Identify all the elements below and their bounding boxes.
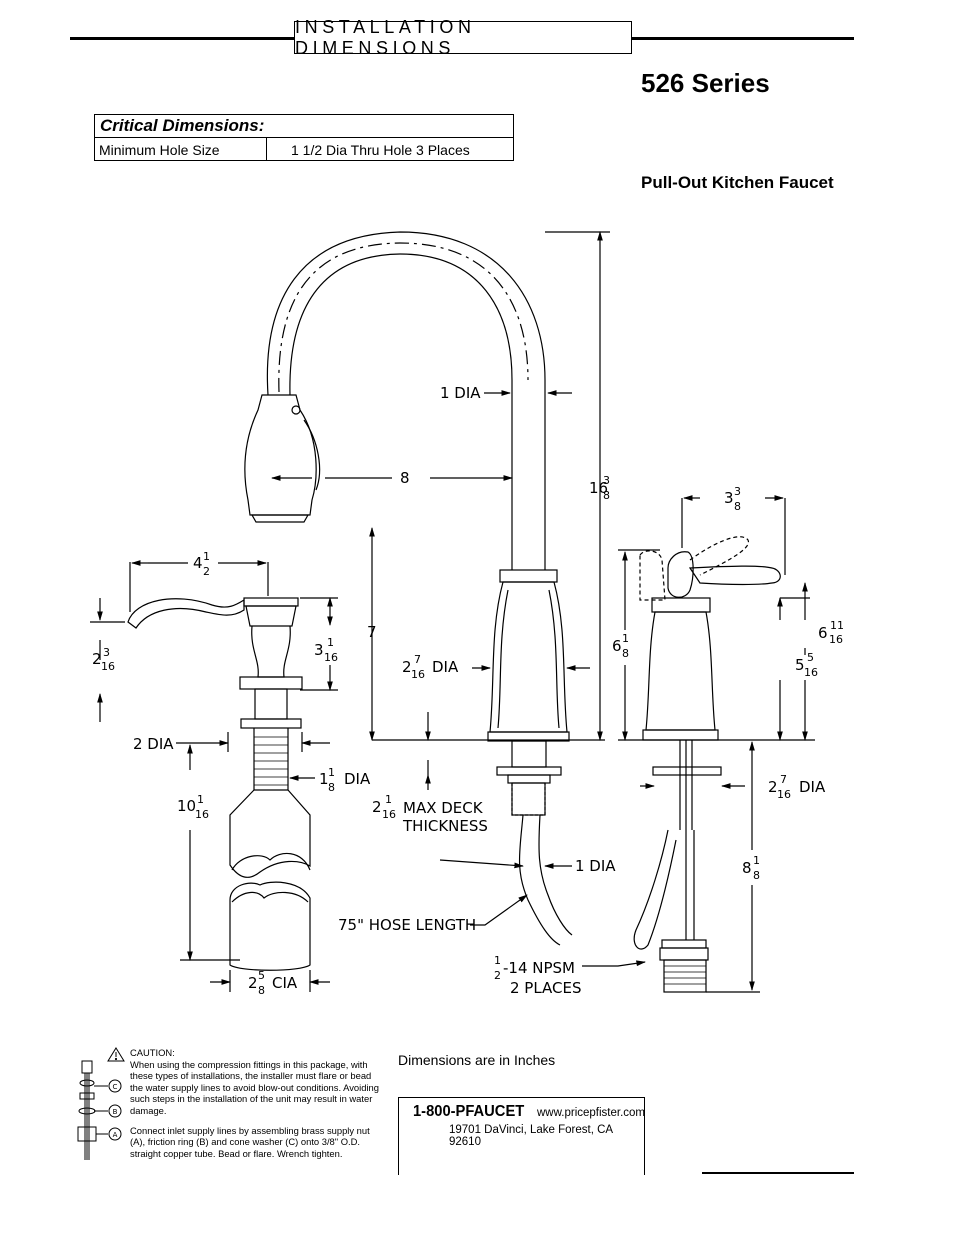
callout-b-label: B bbox=[113, 1108, 118, 1116]
dim-2-1-den: 16 bbox=[382, 808, 396, 821]
dim-2-1-whole: 2 bbox=[372, 798, 382, 816]
dim-2-3-den: 16 bbox=[101, 660, 115, 673]
header-rule-left bbox=[70, 37, 294, 40]
dim-8-1-den: 8 bbox=[753, 869, 760, 882]
dim-2-places: 2 PLACES bbox=[510, 979, 582, 997]
dim-6-11-num: 11 bbox=[830, 619, 844, 632]
callout-c-label: C bbox=[113, 1083, 118, 1091]
dim-1-1-whole: 1 bbox=[319, 770, 329, 788]
product-subtitle: Pull-Out Kitchen Faucet bbox=[641, 173, 834, 192]
dim-2-5-den: 8 bbox=[258, 984, 265, 997]
caution-text-1: When using the compression fittings in t… bbox=[130, 1058, 379, 1116]
gooseneck-outer bbox=[266, 231, 546, 570]
dim-3-1-whole: 3 bbox=[314, 641, 324, 659]
warning-icon bbox=[107, 1047, 125, 1062]
dim-npsm-den: 2 bbox=[494, 969, 501, 982]
dim-3-1-den: 16 bbox=[324, 651, 338, 664]
dim-5-5-whole: 5 bbox=[795, 656, 805, 674]
faucet-body bbox=[489, 581, 568, 733]
dim-2-7-side-den: 16 bbox=[777, 788, 791, 801]
dim-2-7-num: 7 bbox=[414, 653, 421, 666]
dim-5-5-num: 5 bbox=[807, 651, 814, 664]
dim-8-1-whole: 8 bbox=[742, 859, 752, 877]
critical-heading: Critical Dimensions: bbox=[95, 115, 513, 138]
dim-3-3-num: 3 bbox=[734, 485, 741, 498]
spray-head bbox=[244, 394, 317, 516]
dim-16-num: 3 bbox=[603, 474, 610, 487]
dim-2-5-num: 5 bbox=[258, 969, 265, 982]
callout-c bbox=[108, 1079, 122, 1093]
compression-fitting-diagram: C B A bbox=[77, 1047, 125, 1160]
dim-6-11-whole: 6 bbox=[818, 624, 828, 642]
dim-3-3-whole: 3 bbox=[724, 489, 734, 507]
callout-a bbox=[108, 1127, 122, 1141]
dim-1-dia-low: 1 DIA bbox=[575, 857, 616, 875]
header-title: INSTALLATION DIMENSIONS bbox=[294, 17, 632, 58]
dim-2-7-whole: 2 bbox=[402, 658, 412, 676]
callout-b bbox=[108, 1104, 122, 1118]
dim-16-den: 8 bbox=[603, 489, 610, 502]
units-note: Dimensions are in Inches bbox=[398, 1052, 556, 1068]
dim-1-1-den: 8 bbox=[328, 781, 335, 794]
dim-4-whole: 4 bbox=[193, 554, 203, 572]
dim-hose-length: 75" HOSE LENGTH bbox=[338, 916, 476, 934]
critical-dimensions-table: Critical Dimensions: Minimum Hole Size 1… bbox=[94, 114, 514, 161]
dim-npsm-num: 1 bbox=[494, 954, 501, 967]
dim-2-5-cia: CIA bbox=[272, 974, 298, 992]
contact-website: www.pricepfister.com bbox=[537, 1107, 646, 1119]
faucet-drawing: 1 DIA 8 16 3 8 4 1 2 2 3 16 3 1 16 7 2 7… bbox=[90, 231, 844, 997]
dim-6-11-den: 16 bbox=[829, 633, 843, 646]
dim-1-dia-top: 1 DIA bbox=[440, 384, 481, 402]
soap-pump-spout bbox=[127, 598, 245, 629]
soap-bottle bbox=[229, 789, 311, 878]
dim-10-whole: 10 bbox=[177, 797, 196, 815]
dim-2-5-whole: 2 bbox=[248, 974, 258, 992]
dim-2-7-side-whole: 2 bbox=[768, 778, 778, 796]
spout-collar bbox=[499, 569, 558, 583]
dim-2-1-num: 1 bbox=[385, 793, 392, 806]
dim-10-den: 16 bbox=[195, 808, 209, 821]
dim-1-1-num: 1 bbox=[328, 766, 335, 779]
dim-6-1-den: 8 bbox=[622, 647, 629, 660]
dim-2-dia: 2 DIA bbox=[133, 735, 174, 753]
dim-6-1-whole: 6 bbox=[612, 637, 622, 655]
dim-4-den: 2 bbox=[203, 565, 210, 578]
caution-note: CAUTION: When using the compression fitt… bbox=[130, 1047, 380, 1159]
gooseneck-inner bbox=[289, 253, 513, 570]
dim-3-3-den: 8 bbox=[734, 500, 741, 513]
dim-2-7-side-num: 7 bbox=[780, 773, 787, 786]
series-title: 526 Series bbox=[641, 68, 770, 98]
dim-6-1-num: 1 bbox=[622, 632, 629, 645]
dim-16-whole: 16 bbox=[589, 479, 608, 497]
dim-max-deck: MAX DECK bbox=[403, 799, 484, 817]
dim-7: 7 bbox=[367, 623, 377, 641]
critical-row: Minimum Hole Size 1 1/2 Dia Thru Hole 3 … bbox=[95, 138, 513, 160]
dim-2-3-whole: 2 bbox=[92, 650, 102, 668]
dim-2-7-dia: DIA bbox=[432, 658, 459, 676]
caution-text-2: Connect inlet supply lines by assembling… bbox=[130, 1124, 370, 1159]
dim-10-num: 1 bbox=[197, 793, 204, 806]
critical-label: Minimum Hole Size bbox=[95, 138, 267, 160]
dim-8: 8 bbox=[400, 469, 410, 487]
gooseneck-centerline bbox=[278, 242, 529, 393]
footer-rule bbox=[702, 1172, 854, 1174]
dim-thickness: THICKNESS bbox=[402, 817, 488, 835]
dim-2-7-side-dia: DIA bbox=[799, 778, 826, 796]
dim-1-1-dia: DIA bbox=[344, 770, 371, 788]
dim-8-1-num: 1 bbox=[753, 854, 760, 867]
caution-title: CAUTION: bbox=[130, 1047, 175, 1058]
dim-2-3-num: 3 bbox=[103, 646, 110, 659]
dim-2-7-den: 16 bbox=[411, 668, 425, 681]
side-handle bbox=[688, 565, 781, 586]
dim-npsm: -14 NPSM bbox=[503, 959, 575, 977]
callout-a-label: A bbox=[113, 1131, 118, 1139]
dim-4-num: 1 bbox=[203, 550, 210, 563]
dim-3-1-num: 1 bbox=[327, 636, 334, 649]
contact-address: 19701 DaVinci, Lake Forest, CA 92610 bbox=[449, 1124, 613, 1148]
header-rule-right bbox=[632, 37, 854, 40]
critical-value: 1 1/2 Dia Thru Hole 3 Places bbox=[291, 142, 470, 158]
dim-5-5-den: 16 bbox=[804, 666, 818, 679]
contact-phone: 1-800-PFAUCET bbox=[413, 1103, 525, 1120]
contact-box: 1-800-PFAUCET www.pricepfister.com 19701… bbox=[398, 1097, 645, 1175]
